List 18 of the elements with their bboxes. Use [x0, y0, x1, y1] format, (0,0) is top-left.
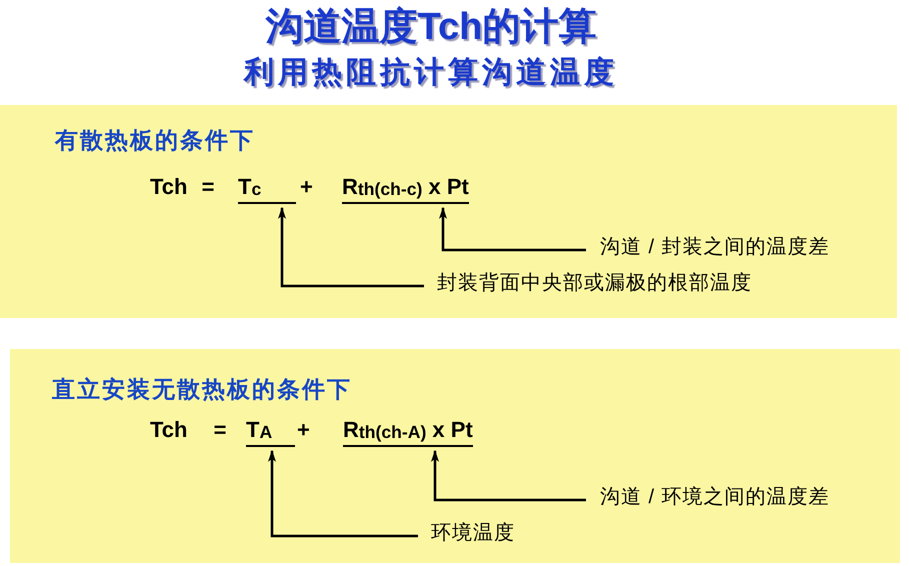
- panel-heading: 直立安装无散热板的条件下: [52, 375, 352, 403]
- leader-arrow: [268, 450, 418, 538]
- subtitle: 利用热阻抗计算沟道温度: [244, 55, 618, 91]
- formula-operator: +: [297, 417, 310, 443]
- annotation-text: 环境温度: [418, 520, 515, 546]
- formula-operator: +: [300, 174, 313, 200]
- formula-text: Tch =: [150, 174, 214, 200]
- panel-heading: 有散热板的条件下: [55, 126, 255, 154]
- leader-arrow: [278, 206, 424, 288]
- annotation-text: 沟道 / 封装之间的温度差: [586, 234, 830, 260]
- title: 沟道温度Tch的计算: [266, 5, 596, 50]
- leader-arrow: [439, 206, 586, 252]
- leader-arrow: [431, 450, 586, 502]
- annotation-text: 沟道 / 环境之间的温度差: [586, 484, 830, 510]
- condition-panel: [10, 349, 900, 563]
- annotation-text: 封装背面中央部或漏极的根部温度: [424, 270, 752, 296]
- condition-panel: [0, 105, 897, 318]
- formula-text: Tch =: [150, 417, 226, 443]
